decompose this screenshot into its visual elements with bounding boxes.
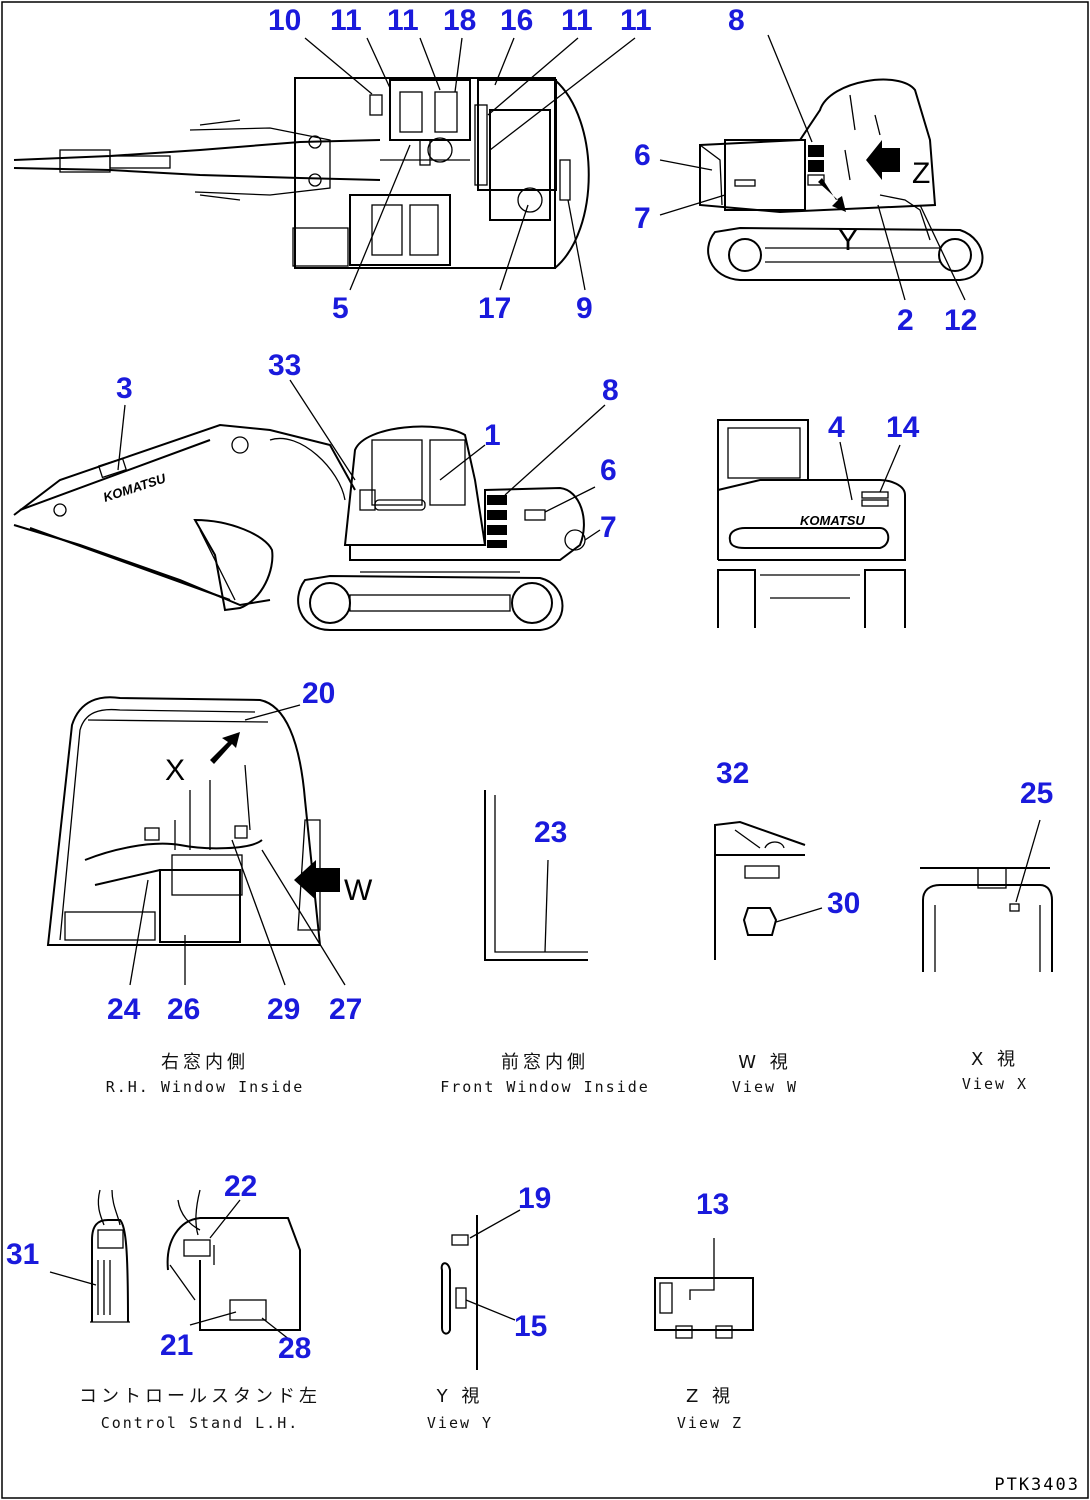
callout-8-side: 8: [602, 374, 619, 407]
view-x-drawing: [920, 819, 1053, 972]
caption-view-y-jp: Y 視: [436, 1386, 484, 1407]
caption-rh-window-en: R.H. Window Inside: [106, 1078, 305, 1096]
callout-numbers: 10 11 11 18 16 11 11 5 17 9 8 6 7 2 12 3…: [6, 4, 1053, 1365]
view-captions: 右窓内側 R.H. Window Inside 前窓内側 Front Windo…: [79, 1049, 1028, 1432]
caption-view-z-jp: Z 視: [686, 1386, 734, 1407]
callout-11-c: 11: [561, 4, 593, 37]
caption-view-x-en: View X: [962, 1075, 1028, 1093]
callout-29: 29: [267, 993, 300, 1026]
callout-19: 19: [518, 1182, 551, 1215]
callout-32: 32: [716, 757, 749, 790]
excavator-side-view-drawing: KOMATSU: [13, 423, 586, 631]
callout-4: 4: [828, 411, 845, 444]
callout-26: 26: [167, 993, 200, 1026]
rear-view-leaders: [839, 441, 901, 501]
callout-9: 9: [576, 292, 593, 325]
caption-view-y-en: View Y: [427, 1414, 493, 1432]
callout-21: 21: [160, 1329, 193, 1362]
control-stand-drawing: [49, 1189, 301, 1341]
rear-side-view-drawing: [699, 78, 984, 281]
caption-view-z-en: View Z: [677, 1414, 743, 1432]
caption-view-w-en: View W: [732, 1078, 798, 1096]
callout-12: 12: [944, 304, 977, 337]
callout-5: 5: [332, 292, 349, 325]
caption-front-window-jp: 前窓内側: [501, 1052, 589, 1073]
callout-1: 1: [484, 419, 501, 452]
drawing-code: PTK3403: [994, 1475, 1080, 1495]
callout-16: 16: [500, 4, 533, 37]
front-window-drawing: [484, 790, 588, 961]
callout-22: 22: [224, 1170, 257, 1203]
side-view-leaders: [117, 379, 606, 541]
caption-view-w-jp: W 視: [738, 1052, 792, 1073]
callout-2: 2: [897, 304, 914, 337]
caption-front-window-en: Front Window Inside: [440, 1078, 650, 1096]
callout-20: 20: [302, 677, 335, 710]
callout-6-side: 6: [600, 454, 617, 487]
view-letter-z: Z: [912, 157, 930, 190]
callout-23: 23: [534, 816, 567, 849]
callout-11-b: 11: [387, 4, 419, 37]
rear-brand-decal: KOMATSU: [800, 513, 865, 528]
callout-17: 17: [478, 292, 511, 325]
view-z-drawing: [654, 1238, 754, 1339]
callout-3: 3: [116, 372, 133, 405]
rear-side-view-leaders: [659, 34, 966, 301]
callout-14: 14: [886, 411, 920, 444]
view-letter-y: Y: [838, 224, 858, 257]
caption-control-stand-en: Control Stand L.H.: [101, 1414, 300, 1432]
cab-interior-leaders: [129, 704, 346, 986]
caption-control-stand-jp: コントロールスタンド左: [79, 1386, 321, 1407]
callout-6: 6: [634, 139, 651, 172]
callout-10: 10: [268, 4, 301, 37]
view-letter-x: X: [165, 754, 185, 787]
callout-15: 15: [514, 1310, 547, 1343]
callout-8: 8: [728, 4, 745, 37]
caption-view-x-jp: X 視: [971, 1049, 1019, 1070]
callout-28: 28: [278, 1332, 311, 1365]
callout-25: 25: [1020, 777, 1053, 810]
callout-13: 13: [696, 1188, 729, 1221]
callout-33: 33: [268, 349, 301, 382]
callout-7-side: 7: [600, 511, 617, 544]
callout-11-a: 11: [330, 4, 362, 37]
callout-27: 27: [329, 993, 362, 1026]
callout-18: 18: [443, 4, 476, 37]
callout-31: 31: [6, 1238, 39, 1271]
rear-view-drawing: KOMATSU: [717, 419, 906, 628]
caption-rh-window-jp: 右窓内側: [161, 1052, 249, 1073]
top-view-drawing: [13, 77, 590, 269]
callout-24: 24: [107, 993, 141, 1026]
callout-7: 7: [634, 202, 651, 235]
callout-30: 30: [827, 887, 860, 920]
view-letter-w: W: [344, 874, 373, 907]
top-view-leaders: [304, 37, 636, 291]
view-w-drawing: [714, 820, 823, 960]
view-y-drawing: [440, 1209, 521, 1370]
callout-11-d: 11: [620, 4, 652, 37]
cab-interior-drawing: [46, 696, 340, 946]
